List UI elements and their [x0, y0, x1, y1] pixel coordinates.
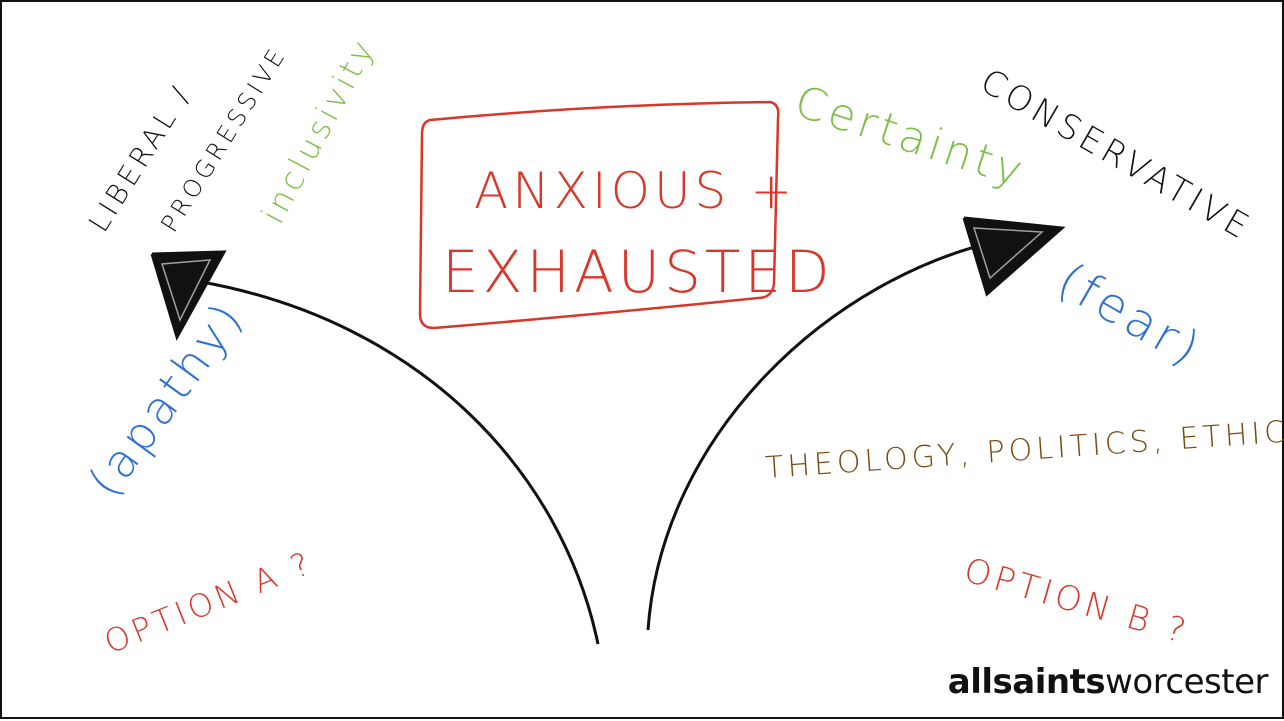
left-option: OPTION A ?	[99, 543, 319, 661]
logo-light-part: worcester	[1105, 662, 1268, 702]
left-shadow: (apathy)	[77, 290, 255, 506]
right-option: OPTION B ?	[960, 550, 1194, 652]
center-line2: EXHAUSTED	[442, 238, 834, 306]
left-arrow-line	[201, 280, 600, 645]
right-arrow-line	[646, 238, 1003, 631]
allsaints-worcester-logo: allsaintsworcester	[947, 662, 1269, 702]
logo-bold-part: allsaints	[947, 662, 1106, 702]
right-topics: THEOLOGY, POLITICS, ETHICS	[764, 413, 1284, 486]
center-line1: ANXIOUS +	[474, 162, 796, 220]
left-arrowhead-icon	[150, 250, 227, 341]
right-shadow: (fear)	[1048, 252, 1212, 379]
center-box	[418, 100, 780, 330]
right-arrowhead-icon	[962, 216, 1066, 297]
